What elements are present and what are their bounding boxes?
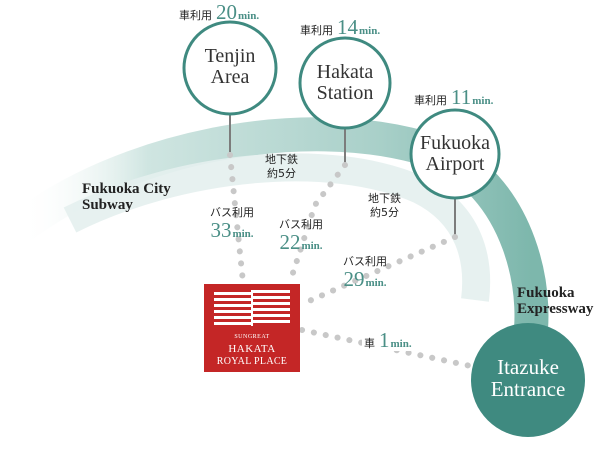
airport-name-line1: Fukuoka xyxy=(420,132,490,154)
tenjin-car-unit: min. xyxy=(238,10,260,22)
tenjin-car-time: 車利用 20min. xyxy=(179,2,259,23)
airport-car-unit: min. xyxy=(472,95,494,107)
hakata-name-line1: Hakata xyxy=(316,61,374,83)
itazuke-name: Itazuke Entrance xyxy=(471,356,585,400)
hakata-name-line2: Station xyxy=(316,82,374,104)
car-time-itazuke: 車 1min. xyxy=(362,330,414,351)
bus-airport-minutes: 29 xyxy=(343,267,365,291)
car-itazuke-unit: min. xyxy=(390,338,412,350)
airport-circle xyxy=(409,108,501,200)
tenjin-car-minutes: 20 xyxy=(216,0,237,24)
subway-time-tenjin-hakata: 地下鉄 約5分 xyxy=(265,153,298,182)
bus-route-tenjin xyxy=(227,152,246,285)
bus-hakata-mode: バス利用 xyxy=(279,218,323,231)
bus-route-hakata xyxy=(287,162,348,285)
hakata-car-minutes: 14 xyxy=(337,15,358,39)
itazuke-circle xyxy=(471,323,585,437)
subway-time-hakata-airport: 地下鉄 約5分 xyxy=(368,192,401,221)
bus-tenjin-mode: バス利用 xyxy=(210,206,254,219)
airport-name-line2: Airport xyxy=(425,153,485,175)
subway-route-line2: Subway xyxy=(82,196,133,213)
hotel-name-line1: HAKATA xyxy=(228,343,276,355)
bus-hakata-unit: min. xyxy=(301,240,323,252)
subway-time-2-line2: 約5分 xyxy=(370,206,399,220)
subway-time-1-line2: 約5分 xyxy=(267,167,296,181)
bus-route-airport xyxy=(297,234,458,308)
subway-route-label: Fukuoka City Subway xyxy=(82,181,171,214)
airport-car-minutes: 11 xyxy=(451,85,472,109)
airport-car-time: 車利用 11min. xyxy=(414,87,493,108)
car-itazuke-minutes: 1 xyxy=(379,328,390,352)
bus-airport-mode: バス利用 xyxy=(343,255,387,268)
hotel-brand: SUNGREAT xyxy=(234,334,270,340)
bus-tenjin-unit: min. xyxy=(232,228,254,240)
tenjin-name: Tenjin Area xyxy=(184,46,276,88)
itazuke-name-line1: Itazuke xyxy=(497,355,559,379)
subway-time-1-line1: 地下鉄 xyxy=(265,153,298,166)
tenjin-name-line1: Tenjin xyxy=(204,45,256,67)
bus-time-airport: バス利用 29min. xyxy=(343,256,387,290)
airport-car-mode: 車利用 xyxy=(414,94,447,107)
tenjin-name-line2: Area xyxy=(210,66,250,88)
hakata-name: Hakata Station xyxy=(299,62,391,104)
itazuke-name-line2: Entrance xyxy=(490,377,566,402)
hotel-name-line2: ROYAL PLACE xyxy=(216,356,288,367)
hotel-logo-overlay xyxy=(214,290,290,326)
bus-time-tenjin: バス利用 33min. xyxy=(210,207,254,241)
subway-route-line1: Fukuoka City xyxy=(82,181,171,197)
bus-time-hakata: バス利用 22min. xyxy=(279,219,323,253)
hakata-circle xyxy=(298,36,392,130)
hakata-car-mode: 車利用 xyxy=(300,24,333,37)
tenjin-circle xyxy=(182,20,278,116)
hakata-car-unit: min. xyxy=(359,25,381,37)
bus-hakata-minutes: 22 xyxy=(279,230,301,254)
expressway-band xyxy=(9,117,549,366)
tenjin-car-mode: 車利用 xyxy=(179,9,212,22)
car-itazuke-mode: 車 xyxy=(364,337,375,350)
hakata-car-time: 車利用 14min. xyxy=(300,17,380,38)
bus-tenjin-minutes: 33 xyxy=(210,218,232,242)
expressway-route-line1: Fukuoka xyxy=(517,285,575,301)
expressway-route-line2: Expressway xyxy=(517,300,594,317)
bus-airport-unit: min. xyxy=(365,277,387,289)
subway-time-2-line1: 地下鉄 xyxy=(368,192,401,205)
subway-band xyxy=(63,153,491,302)
expressway-route-label: Fukuoka Expressway xyxy=(517,285,594,318)
airport-name: Fukuoka Airport xyxy=(409,133,501,175)
